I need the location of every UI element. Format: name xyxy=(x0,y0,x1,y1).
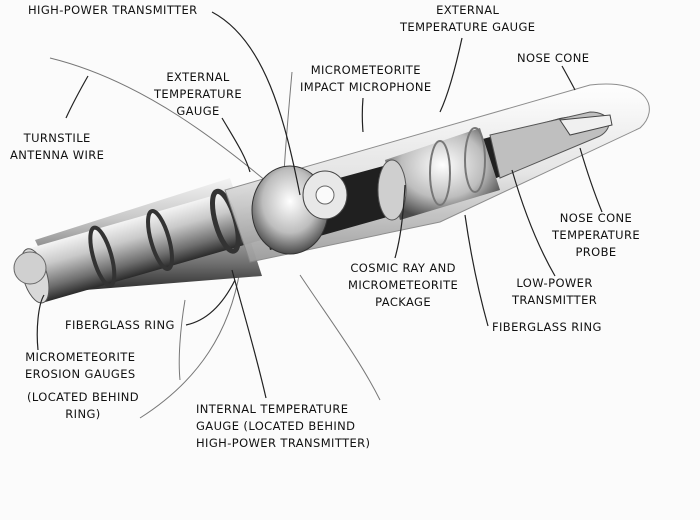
label-line: INTERNAL TEMPERATURE xyxy=(196,402,349,416)
label-line: GAUGE xyxy=(176,104,220,118)
label-line: MICROMETEORITE xyxy=(348,278,459,292)
label-high-power-transmitter: HIGH-POWER TRANSMITTER xyxy=(28,2,198,19)
label-turnstile-antenna-wire: TURNSTILE ANTENNA WIRE xyxy=(10,130,104,164)
label-line: TEMPERATURE GAUGE xyxy=(400,20,536,34)
nose-cone-assembly xyxy=(489,111,613,179)
leader-lines xyxy=(36,11,603,399)
label-line: PACKAGE xyxy=(375,295,432,309)
label-micrometeorite-erosion-gauges: MICROMETEORITE EROSION GAUGES xyxy=(25,349,136,383)
label-line: NOSE CONE xyxy=(559,211,633,225)
label-line: HIGH-POWER TRANSMITTER xyxy=(28,3,198,17)
label-internal-temperature-gauge: INTERNAL TEMPERATURE GAUGE (LOCATED BEHI… xyxy=(196,401,370,452)
cosmic-ray-package-cylinder xyxy=(377,127,500,221)
label-line: TEMPERATURE xyxy=(552,228,641,242)
label-line: TEMPERATURE xyxy=(154,87,243,101)
label-line: IMPACT MICROPHONE xyxy=(300,80,432,94)
label-line: FIBERGLASS RING xyxy=(65,318,175,332)
label-line: FIBERGLASS RING xyxy=(492,320,602,334)
label-located-behind-ring: (LOCATED BEHIND RING) xyxy=(27,389,139,423)
label-line: LOW-POWER xyxy=(516,276,593,290)
label-line: GAUGE (LOCATED BEHIND xyxy=(196,419,356,433)
label-line: PROBE xyxy=(575,245,617,259)
label-line: COSMIC RAY AND xyxy=(350,261,456,275)
label-line: TURNSTILE xyxy=(23,131,91,145)
label-line: NOSE CONE xyxy=(517,51,590,65)
label-line: TRANSMITTER xyxy=(512,293,598,307)
aft-end-cap xyxy=(13,251,47,285)
label-line: (LOCATED BEHIND xyxy=(27,390,139,404)
label-line: MICROMETEORITE xyxy=(25,350,136,364)
label-nose-cone-temperature-probe: NOSE CONE TEMPERATURE PROBE xyxy=(552,210,640,261)
label-fiberglass-ring-left: FIBERGLASS RING xyxy=(65,317,175,334)
label-line: ANTENNA WIRE xyxy=(10,148,105,162)
label-micrometeorite-impact-microphone: MICROMETEORITE IMPACT MICROPHONE xyxy=(300,62,432,96)
label-line: EXTERNAL xyxy=(166,70,230,84)
label-line: EXTERNAL xyxy=(436,3,500,17)
label-line: RING) xyxy=(65,407,101,421)
label-nose-cone: NOSE CONE xyxy=(517,50,589,67)
label-external-temperature-gauge-left: EXTERNAL TEMPERATURE GAUGE xyxy=(154,69,242,120)
label-cosmic-ray-micrometeorite-package: COSMIC RAY AND MICROMETEORITE PACKAGE xyxy=(348,260,458,311)
label-line: MICROMETEORITE xyxy=(310,63,421,77)
label-line: EROSION GAUGES xyxy=(25,367,136,381)
label-external-temperature-gauge-top: EXTERNAL TEMPERATURE GAUGE xyxy=(400,2,535,36)
satellite-forward-section xyxy=(224,83,650,263)
satellite-aft-section xyxy=(13,178,264,304)
label-line: HIGH-POWER TRANSMITTER) xyxy=(196,436,371,450)
high-power-transmitter-drum xyxy=(251,165,348,255)
label-low-power-transmitter: LOW-POWER TRANSMITTER xyxy=(512,275,597,309)
label-fiberglass-ring-right: FIBERGLASS RING xyxy=(492,319,602,336)
